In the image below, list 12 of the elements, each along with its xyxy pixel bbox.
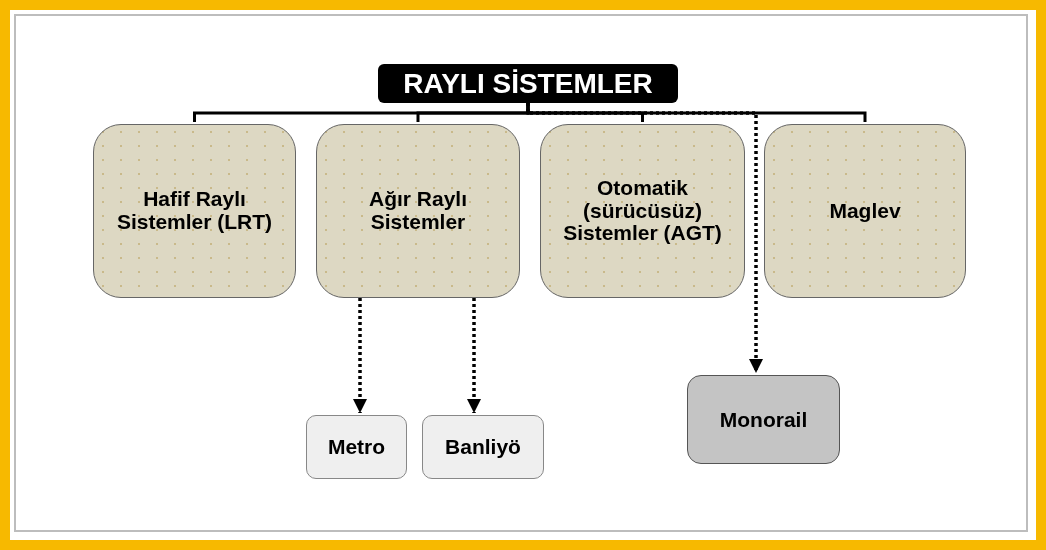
subtype-box: Metro: [306, 415, 407, 479]
connector-line: [526, 103, 867, 122]
subtype-box: Banliyö: [422, 415, 544, 479]
subtype-box: Monorail: [687, 375, 840, 464]
category-box: Hafif Raylı Sistemler (LRT): [93, 124, 296, 298]
category-box: Otomatik (sürücüsüz) Sistemler (AGT): [540, 124, 745, 298]
category-box: Ağır Raylı Sistemler: [316, 124, 520, 298]
category-box: Maglev: [764, 124, 966, 298]
dotted-arrow: [526, 103, 763, 373]
dotted-arrow: [353, 298, 367, 413]
title-box: RAYLI SİSTEMLER: [378, 64, 678, 103]
dotted-arrow: [467, 298, 481, 413]
